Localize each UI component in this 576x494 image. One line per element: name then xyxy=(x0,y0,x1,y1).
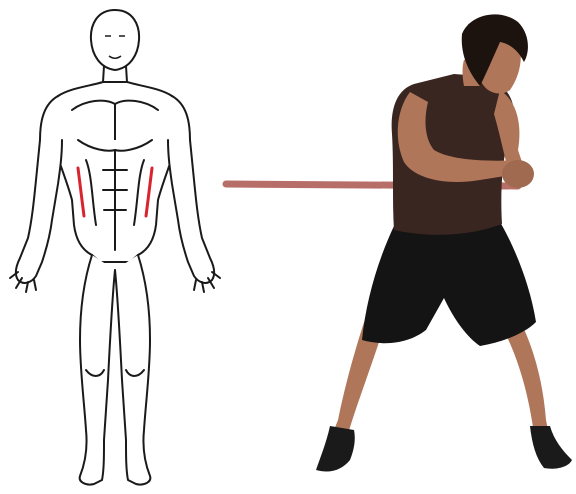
right-shoe xyxy=(530,426,572,469)
exercise-photo xyxy=(218,0,576,494)
shorts xyxy=(362,222,536,346)
cable-rotation-exercise-icon xyxy=(218,0,576,494)
hands xyxy=(502,160,534,188)
anatomy-body-front-icon xyxy=(0,0,230,494)
left-shoe xyxy=(316,426,355,472)
anatomy-figure xyxy=(0,0,230,494)
